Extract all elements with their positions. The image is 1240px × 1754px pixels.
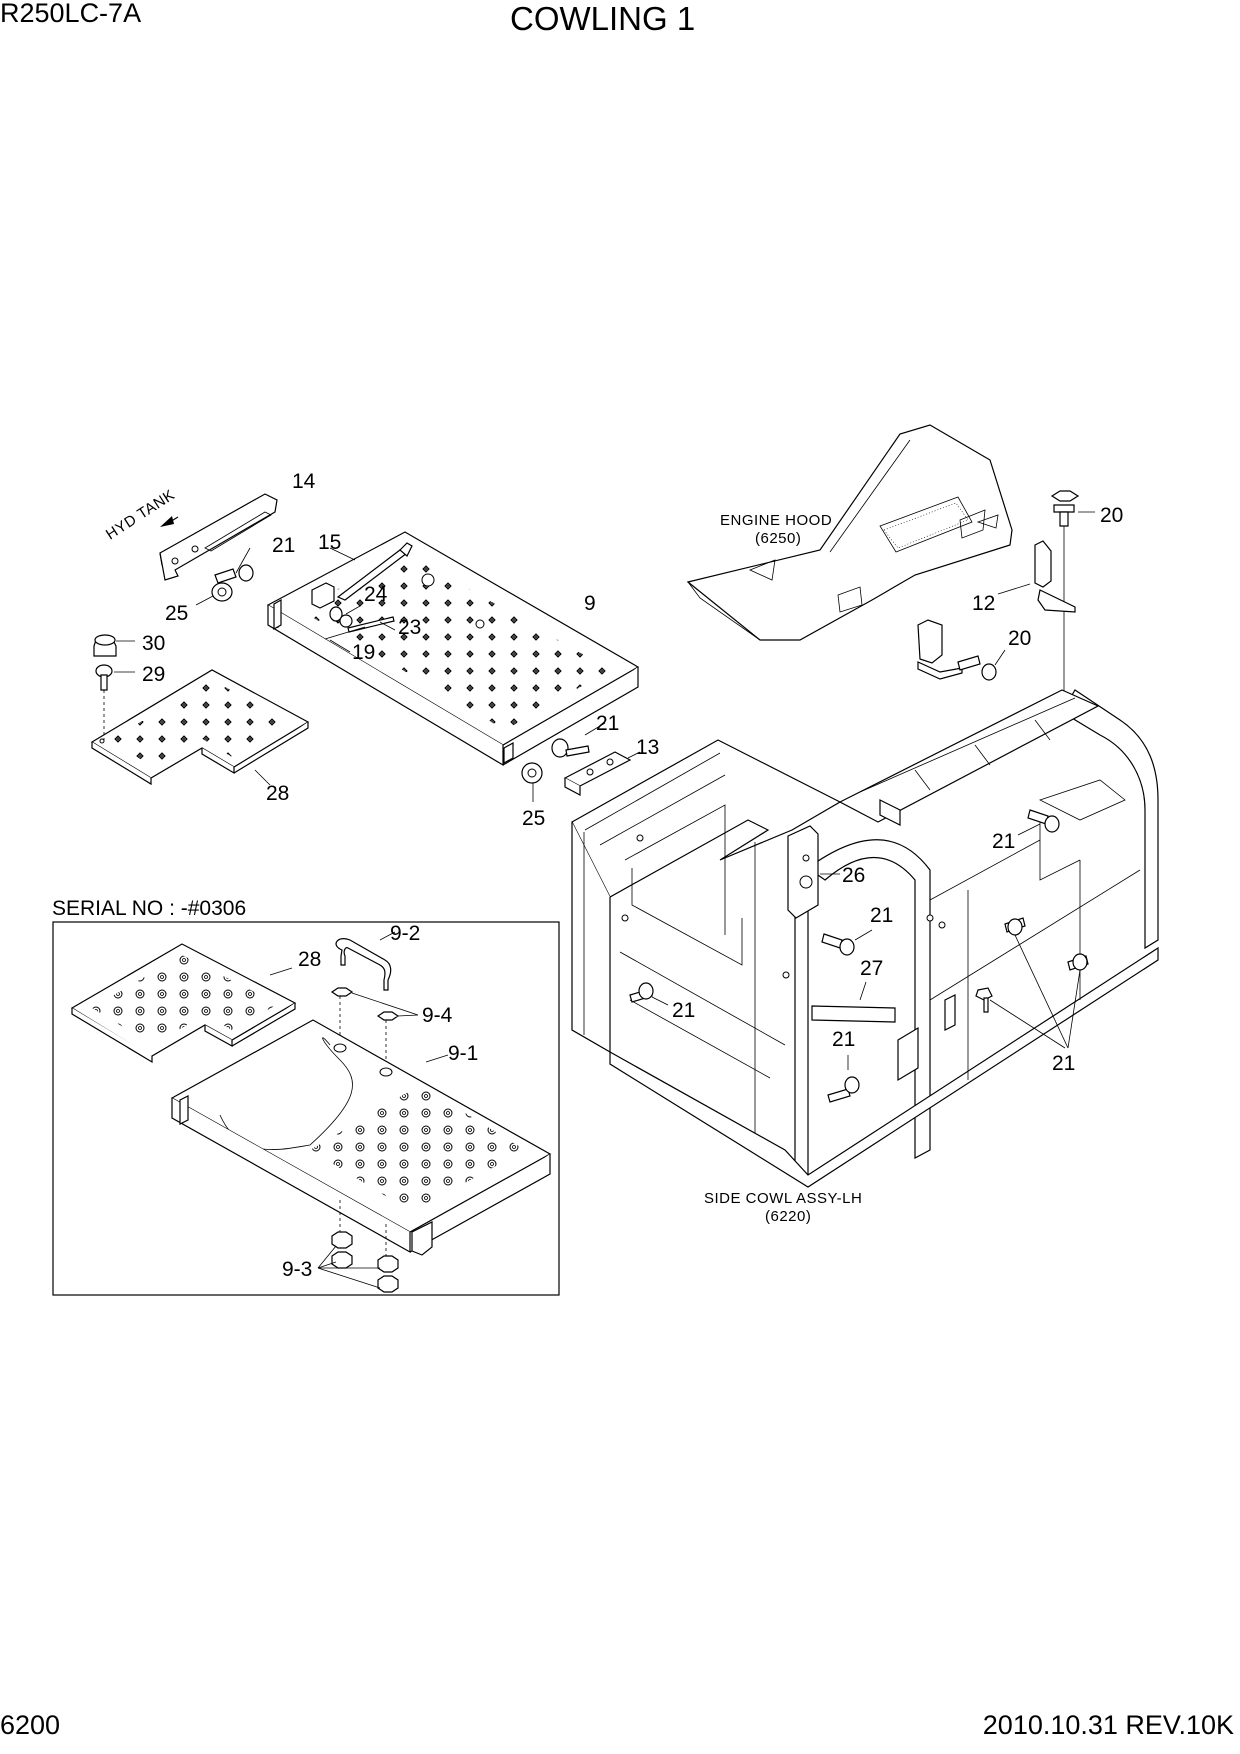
callout-21: 21: [1052, 1052, 1075, 1075]
bolt-21-d: [821, 929, 873, 956]
bolt-29: [95, 664, 135, 740]
callout-13: 13: [636, 736, 659, 759]
bolt-21-e: [629, 982, 669, 1006]
strip-27: [811, 981, 896, 1023]
side-cowl-code: (6220): [765, 1208, 811, 1225]
callout-19: 19: [352, 641, 375, 664]
page-title: COWLING 1: [510, 0, 696, 37]
bolt-21-c: [1017, 809, 1060, 836]
callout-9-4: 9-4: [422, 1004, 453, 1027]
latch-hook-12: [917, 540, 1076, 680]
bracket-14: [159, 493, 278, 581]
callout-20: 20: [1008, 627, 1031, 650]
plate-13: [563, 751, 641, 796]
bolt-21-f: [827, 1055, 860, 1103]
callout-9-3: 9-3: [282, 1258, 312, 1281]
bolt-21-b: [551, 722, 606, 758]
callout-21: 21: [272, 534, 295, 557]
bolt-20-b: [957, 649, 1006, 681]
callout-9-1: 9-1: [448, 1042, 478, 1065]
callout-28: 28: [298, 948, 321, 971]
washer-25-a: [195, 582, 233, 606]
callout-24: 24: [364, 583, 388, 606]
callout-30: 30: [142, 632, 165, 655]
side-cowl-frame: SIDE COWL ASSY-LH (6220): [571, 689, 1159, 1225]
inset-caption: SERIAL NO : -#0306: [52, 897, 246, 920]
bracket-26: [787, 825, 840, 919]
callout-9: 9: [584, 592, 596, 615]
hyd-tank-arrow: HYD TANK: [103, 486, 179, 543]
callout-28: 28: [266, 782, 289, 805]
floor-plate-9: [266, 531, 640, 767]
bolt-21-g: [975, 917, 1089, 1049]
callout-29: 29: [142, 663, 165, 686]
callout-21: 21: [992, 830, 1015, 853]
latch-rod-15: [311, 542, 413, 609]
engine-hood-label: ENGINE HOOD: [720, 512, 832, 529]
callout-21: 21: [832, 1028, 855, 1051]
inset-serial: SERIAL NO : -#0306: [52, 897, 560, 1296]
callout-14: 14: [292, 470, 316, 493]
callout-23: 23: [398, 616, 421, 639]
callout-15: 15: [318, 531, 341, 554]
bolt-21-a: [214, 547, 254, 584]
callout-25: 25: [522, 807, 545, 830]
engine-hood-code: (6250): [755, 530, 801, 547]
model-name: R250LC-7A: [0, 0, 142, 28]
hyd-tank-label: HYD TANK: [103, 486, 178, 543]
callout-21: 21: [672, 999, 695, 1022]
callout-21: 21: [596, 712, 619, 735]
callout-26: 26: [842, 864, 865, 887]
side-cowl-label: SIDE COWL ASSY-LH: [704, 1190, 862, 1207]
callout-9-2: 9-2: [390, 922, 420, 945]
callout-20: 20: [1100, 504, 1123, 527]
callout-27: 27: [860, 957, 883, 980]
pin-set-19-23-24: [324, 605, 396, 653]
callout-21: 21: [870, 904, 893, 927]
revision-stamp: 2010.10.31 REV.10K: [982, 1710, 1234, 1740]
callout-25: 25: [165, 602, 188, 625]
page-number: 6200: [0, 1710, 61, 1740]
bolt-20-a: [1050, 490, 1095, 720]
cover-28-a: [90, 669, 310, 786]
cap-30: [93, 634, 135, 657]
engine-hood: ENGINE HOOD (6250): [686, 424, 1013, 641]
callout-12: 12: [972, 592, 995, 615]
washer-25-b: [521, 762, 543, 802]
inset-frame: [52, 921, 560, 1296]
